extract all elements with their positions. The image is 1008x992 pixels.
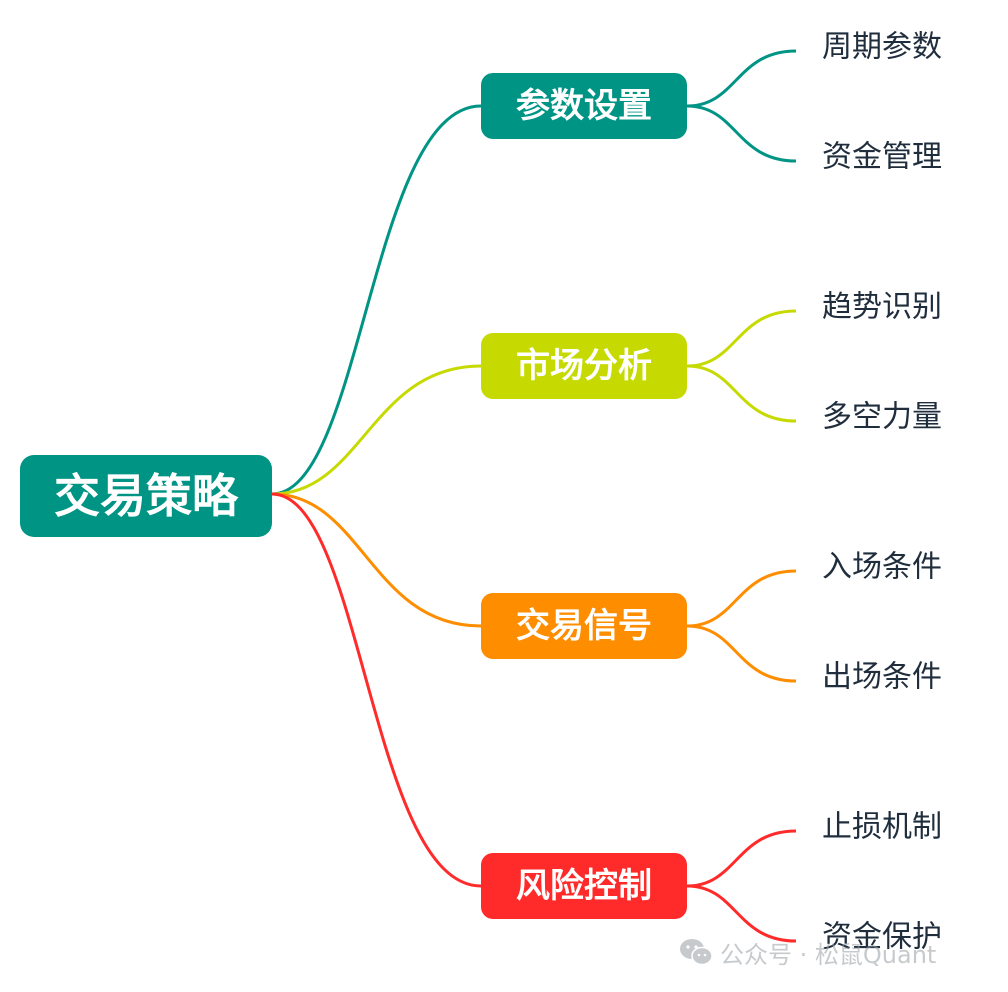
edge-branch-3-to-leaf-1 — [686, 569, 797, 628]
branch-node-4[interactable]: 风险控制 — [481, 853, 687, 919]
edge-branch-1-to-leaf-1 — [686, 49, 797, 108]
branch-node-label: 风险控制 — [516, 866, 652, 906]
branch-node-2[interactable]: 市场分析 — [481, 333, 687, 399]
leaf-node-label[interactable]: 入场条件 — [822, 550, 942, 585]
edge-branch-2-to-leaf-2 — [686, 364, 797, 423]
branch-node-box — [481, 73, 687, 139]
branch-node-label: 参数设置 — [516, 86, 652, 126]
branch-node-label: 市场分析 — [516, 346, 652, 386]
branch-node-box — [481, 333, 687, 399]
root-node-label: 交易策略 — [54, 469, 239, 523]
leaf-node-label[interactable]: 资金管理 — [822, 140, 942, 175]
watermark: 公众号 · 松鼠Quant — [678, 936, 937, 969]
edge-branch-1-to-leaf-2 — [686, 104, 797, 163]
edge-root-to-branch-4 — [271, 492, 482, 888]
branch-node-box — [481, 853, 687, 919]
watermark-text: 公众号 · 松鼠Quant — [720, 940, 937, 969]
root-node-box — [20, 455, 272, 537]
branch-node-label: 交易信号 — [516, 606, 652, 646]
edge-branch-4-to-leaf-1 — [686, 829, 797, 888]
edge-root-to-branch-3 — [271, 492, 482, 628]
edge-branch-3-to-leaf-2 — [686, 624, 797, 683]
leaf-node-label[interactable]: 多空力量 — [822, 400, 942, 435]
mindmap-edges — [271, 49, 797, 943]
wechat-icon — [680, 939, 713, 966]
edge-root-to-branch-2 — [271, 364, 482, 496]
leaf-node-label[interactable]: 止损机制 — [822, 810, 942, 845]
edge-root-to-branch-1 — [271, 104, 482, 496]
branch-node-box — [481, 593, 687, 659]
leaf-node-label[interactable]: 出场条件 — [822, 660, 942, 695]
branch-node-3[interactable]: 交易信号 — [481, 593, 687, 659]
root-node[interactable]: 交易策略 — [20, 455, 272, 537]
leaf-node-label[interactable]: 周期参数 — [822, 30, 942, 65]
leaf-node-label[interactable]: 资金保护 — [822, 920, 942, 955]
leaf-node-label[interactable]: 趋势识别 — [822, 290, 942, 325]
edge-branch-2-to-leaf-1 — [686, 309, 797, 368]
branch-node-1[interactable]: 参数设置 — [481, 73, 687, 139]
edge-branch-4-to-leaf-2 — [686, 884, 797, 943]
